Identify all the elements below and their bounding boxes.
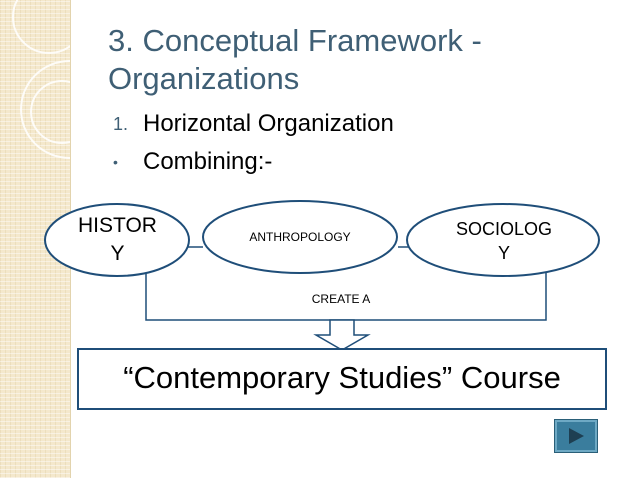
ellipse-label-sociology: SOCIOLOG Y bbox=[430, 210, 578, 272]
ellipse-anthropology bbox=[202, 200, 398, 274]
title-line-2: Organizations bbox=[108, 61, 300, 96]
ellipse-label-line: ANTHROPOLOGY bbox=[249, 230, 351, 244]
play-next-icon bbox=[569, 428, 584, 444]
result-box-text: “Contemporary Studies” Course bbox=[123, 360, 561, 395]
decorative-ring-icon bbox=[12, 0, 70, 54]
list-item: 1. Horizontal Organization bbox=[113, 110, 394, 138]
down-arrow-icon bbox=[313, 319, 371, 351]
ellipse-label-anthropology: ANTHROPOLOGY bbox=[215, 225, 385, 249]
ellipse-history bbox=[44, 203, 190, 277]
ellipse-sociology bbox=[406, 203, 600, 277]
ellipse-label-line: SOCIOLOG bbox=[455, 219, 553, 239]
slide-title: 3. Conceptual Framework - Organizations bbox=[108, 22, 608, 98]
list-item-text: Combining:- bbox=[143, 148, 273, 175]
title-line-1: 3. Conceptual Framework - bbox=[108, 23, 482, 58]
ellipse-label-line: HISTOR bbox=[78, 214, 157, 237]
ellipse-label-history: HISTOR Y bbox=[60, 208, 175, 272]
connector-label: CREATE A bbox=[311, 292, 371, 306]
next-slide-button[interactable] bbox=[554, 419, 598, 453]
list-number: 1. bbox=[113, 113, 129, 134]
ellipse-label-line: Y bbox=[497, 243, 510, 263]
list-item: • Combining:- bbox=[113, 148, 272, 176]
ellipse-label-line: Y bbox=[110, 242, 125, 265]
bullet-icon: • bbox=[113, 154, 118, 170]
result-box bbox=[77, 348, 607, 410]
list-item-text: Horizontal Organization bbox=[143, 110, 394, 137]
